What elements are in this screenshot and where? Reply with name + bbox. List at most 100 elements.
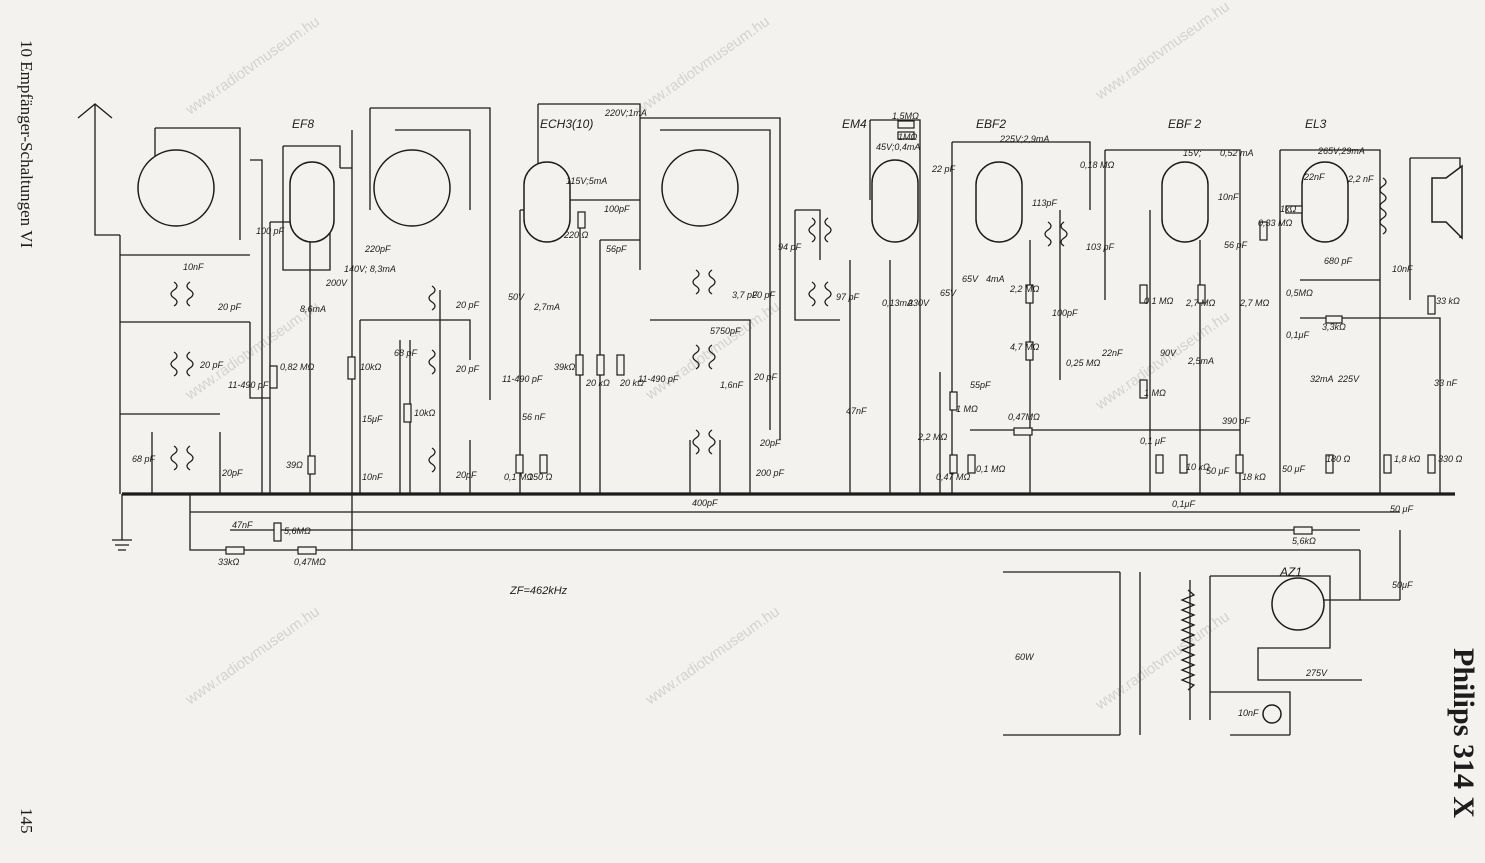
- label: 45V;0,4mA: [876, 142, 920, 152]
- label: 0,5MΩ: [1286, 288, 1313, 298]
- label: 3,3kΩ: [1322, 322, 1346, 332]
- tube-ech3-envelope: [523, 161, 571, 243]
- watermark: www.radiotvmuseum.hu: [182, 603, 323, 709]
- label: 20pF: [221, 468, 243, 478]
- label: 20 pF: [217, 302, 242, 312]
- label: 10nF: [1392, 264, 1413, 274]
- label: 22nF: [1303, 172, 1325, 182]
- label: 33 nF: [1434, 378, 1458, 388]
- label: 1,8 kΩ: [1394, 454, 1421, 464]
- label: 97 pF: [836, 292, 860, 302]
- label: 68 pF: [132, 454, 156, 464]
- label: 225V;2,9mA: [999, 134, 1049, 144]
- label: 56pF: [606, 244, 627, 254]
- label: 200 pF: [755, 468, 785, 478]
- label: 2,7mA: [533, 302, 560, 312]
- tube-em4-envelope: [871, 159, 919, 243]
- label: 1 MΩ: [1144, 388, 1166, 398]
- label: 220V;1mA: [604, 108, 647, 118]
- label: 5,6kΩ: [1292, 536, 1316, 546]
- label: 20 kΩ: [619, 378, 644, 388]
- label: 47nF: [232, 520, 253, 530]
- label: 0,13mA: [882, 298, 913, 308]
- label: 2,5mA: [1187, 356, 1214, 366]
- tube-labels: EF8 ECH3(10) EM4 EBF2 EBF 2 EL3 AZ1 ZF=4…: [292, 117, 1327, 662]
- tube-label-ef8: EF8: [292, 117, 314, 131]
- label: 5,6MΩ: [284, 526, 311, 536]
- label: 2,2 MΩ: [917, 432, 948, 442]
- label: 0,47MΩ: [1008, 412, 1040, 422]
- power-note: 60W: [1015, 652, 1035, 662]
- label: 180 Ω: [1326, 454, 1351, 464]
- label: 225V: [1337, 374, 1360, 384]
- label: 0,33 MΩ: [1258, 218, 1293, 228]
- label: 230V: [907, 298, 930, 308]
- label: 15V;: [1183, 148, 1202, 158]
- label: 20 pF: [751, 290, 776, 300]
- label: 1,5MΩ: [892, 111, 919, 121]
- label: 50 μF: [1206, 466, 1229, 476]
- label: 0,1μF: [1172, 499, 1195, 509]
- label: 39Ω: [286, 460, 303, 470]
- label: 39kΩ: [554, 362, 576, 372]
- label: 20pF: [759, 438, 781, 448]
- label: 0,52 mA: [1220, 148, 1254, 158]
- label: 103 pF: [1086, 242, 1115, 252]
- label: 11-490 pF: [502, 374, 543, 384]
- label: 0,82 MΩ: [280, 362, 315, 372]
- label: 20 pF: [455, 364, 480, 374]
- label: 3,7 pF: [732, 290, 758, 300]
- tube-label-ebf2-a: EBF2: [976, 117, 1006, 131]
- label: 2,7 MΩ: [1185, 298, 1216, 308]
- label: 150 Ω: [528, 472, 553, 482]
- waveband-switch-3: [661, 149, 739, 227]
- component-labels: 10nF 20 pF 20 pF 11-490 pF 68 pF 20pF 10…: [132, 108, 1463, 718]
- waveband-switch-1: [137, 149, 215, 227]
- label: 94 pF: [778, 242, 802, 252]
- label: 20pF: [455, 470, 477, 480]
- label: 20 pF: [455, 300, 480, 310]
- label: 1MΩ: [898, 132, 918, 142]
- label: 10nF: [1218, 192, 1239, 202]
- tube-el3-envelope: [1301, 161, 1349, 243]
- tube-ef8-envelope: [289, 161, 335, 243]
- label: 220 Ω: [563, 230, 589, 240]
- label: 68 pF: [394, 348, 418, 358]
- watermark: www.radiotvmuseum.hu: [642, 298, 783, 404]
- label: 390 pF: [1222, 416, 1251, 426]
- label: 50V: [508, 292, 525, 302]
- label: 56 pF: [1224, 240, 1248, 250]
- label: 11-490 pF: [228, 380, 269, 390]
- label: 5750pF: [710, 326, 741, 336]
- label: 18 kΩ: [1242, 472, 1266, 482]
- passive-components: [170, 120, 1436, 691]
- tube-ebf2-a-envelope: [975, 161, 1023, 243]
- label: 10kΩ: [414, 408, 436, 418]
- label: 20 pF: [199, 360, 224, 370]
- tube-label-ebf2-b: EBF 2: [1168, 117, 1201, 131]
- tube-az1-envelope: [1271, 577, 1325, 631]
- label: 0,1μF: [1286, 330, 1309, 340]
- label: 0,1 MΩ: [1144, 296, 1174, 306]
- label: 47nF: [846, 406, 867, 416]
- label: 400pF: [692, 498, 718, 508]
- label: 200V: [325, 278, 348, 288]
- label: 55pF: [970, 380, 991, 390]
- watermark: www.radiotvmuseum.hu: [642, 603, 783, 709]
- tube-ebf2-b-envelope: [1161, 161, 1209, 243]
- label: 0,1 μF: [1140, 436, 1166, 446]
- label: 32mA: [1310, 374, 1334, 384]
- label: 4mA: [986, 274, 1005, 284]
- label: 8,6mA: [300, 304, 326, 314]
- wiring: [77, 103, 1461, 736]
- label: 2,2 MΩ: [1009, 284, 1040, 294]
- tube-label-az1: AZ1: [1279, 565, 1302, 579]
- label: 1 MΩ: [956, 404, 978, 414]
- label: 10 kΩ: [1186, 462, 1210, 472]
- tube-label-el3: EL3: [1305, 117, 1327, 131]
- label: 65V: [962, 274, 979, 284]
- label: 20 kΩ: [585, 378, 610, 388]
- label: 22nF: [1101, 348, 1123, 358]
